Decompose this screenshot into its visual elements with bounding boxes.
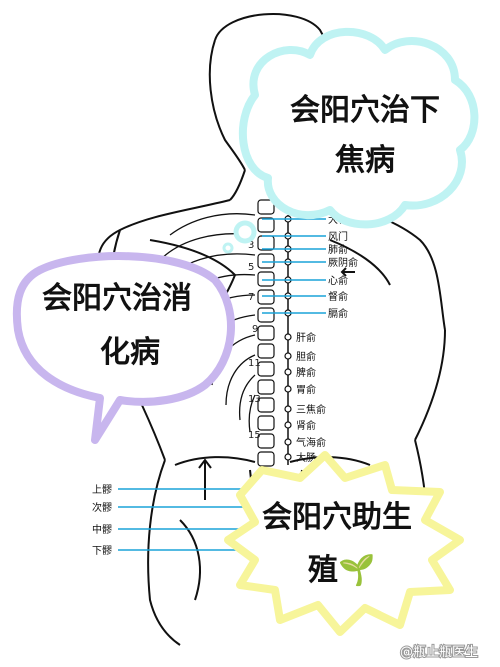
- acupoint-label: 脾俞: [296, 366, 316, 379]
- cloud-shape: [239, 27, 479, 229]
- bubble-text: 殖🌱: [308, 553, 375, 588]
- vertebra-numbers: 3 5 7 9 11 13 15: [248, 240, 261, 441]
- vertebra-number: 9: [252, 324, 258, 335]
- spine: [257, 199, 275, 467]
- bubble-left: 会阳穴治消 化病: [12, 252, 235, 444]
- acupoint-label: 胃俞: [296, 383, 316, 396]
- sacral-point-label: 中髎: [92, 523, 112, 536]
- sacral-point-label: 下髎: [92, 545, 112, 557]
- vertebra-number: 11: [248, 358, 261, 369]
- acupoint-label: 胆俞: [296, 350, 316, 363]
- acupoint-label: 气海俞: [296, 436, 326, 449]
- acupoint-dot: [284, 333, 292, 341]
- bubble-text: 化病: [100, 335, 160, 370]
- acupoint-label: 督俞: [328, 290, 348, 303]
- thought-dot: [222, 242, 234, 254]
- bubble-text: 会阳穴治下: [290, 93, 440, 128]
- vertebra-number: 5: [248, 262, 254, 273]
- bubble-text: 焦病: [335, 143, 395, 178]
- right-acupoints: 大杼风门肺俞厥阴俞心俞督俞膈俞肝俞胆俞脾俞胃俞三焦俞肾俞气海俞大肠: [262, 213, 358, 464]
- acupoint-label: 三焦俞: [296, 403, 326, 416]
- bubble-bottom-right: 会阳穴助生 殖🌱: [224, 451, 464, 636]
- acupoint-dot: [284, 453, 292, 461]
- acupoint-label: 肝俞: [296, 331, 316, 344]
- thought-dot: [233, 220, 257, 244]
- acupoint-dot: [284, 438, 292, 446]
- up-arrow-icon: [198, 458, 212, 500]
- vertebra-number: 13: [248, 394, 261, 405]
- acupoint-label: 厥阴俞: [328, 256, 358, 269]
- acupoint-label: 肺俞: [328, 243, 348, 256]
- bubble-text: 会阳穴助生: [262, 500, 412, 535]
- vertebra-number: 15: [248, 430, 261, 441]
- pointer-arrow-icon: [340, 267, 355, 277]
- vertebra-number: 7: [248, 292, 254, 303]
- speech-shape: [12, 252, 235, 444]
- bubble-text: 会阳穴治消: [42, 281, 192, 316]
- acupoint-dot: [284, 352, 292, 360]
- watermark: @瓶止瓶医生: [400, 645, 478, 660]
- acupoint-dot: [284, 385, 292, 393]
- acupoint-dot: [284, 368, 292, 376]
- acupoint-dot: [284, 405, 292, 413]
- acupoint-label: 大肠: [296, 451, 316, 464]
- acupoint-dot: [284, 421, 292, 429]
- sacral-point-label: 上髎: [92, 484, 112, 496]
- acupoint-label: 肾俞: [296, 419, 316, 432]
- acupoint-label: 风门: [328, 230, 348, 243]
- acupoint-label: 膈俞: [328, 307, 348, 320]
- burst-shape: [224, 451, 464, 636]
- acupoint-label: 心俞: [328, 274, 348, 287]
- bubble-top-right: 会阳穴治下 焦病: [222, 27, 479, 254]
- vertebra-number: 3: [248, 240, 254, 251]
- sacral-point-label: 次髎: [92, 501, 112, 514]
